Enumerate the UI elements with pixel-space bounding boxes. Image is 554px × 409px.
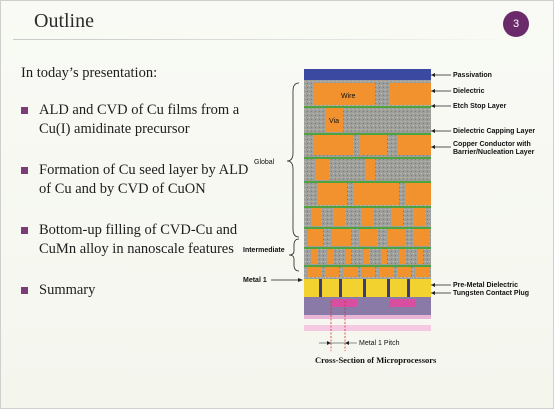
passivation-layer bbox=[304, 69, 431, 80]
intermediate-brace bbox=[288, 238, 300, 272]
figure-caption: Cross-Section of Microprocessors bbox=[315, 355, 437, 365]
capping-layer-label: Dielectric Capping Layer bbox=[453, 128, 535, 135]
etch-stop-label: Etch Stop Layer bbox=[453, 103, 507, 110]
pre-metal-dielectric-label: Pre-Metal Dielectric bbox=[453, 282, 518, 289]
bullet-item: ALD and CVD of Cu films from a Cu(I) ami… bbox=[21, 101, 256, 139]
pitch-marker bbox=[330, 301, 346, 351]
via-label: Via bbox=[329, 118, 339, 125]
intermediate-label: Intermediate bbox=[243, 247, 285, 254]
dielectric-label: Dielectric bbox=[453, 88, 485, 95]
slide-title: Outline bbox=[34, 10, 94, 32]
barrier-layer-label: Barrier/Nucleation Layer bbox=[453, 149, 535, 156]
tungsten-contact-plugs bbox=[319, 279, 410, 297]
metal1-pitch-label: Metal 1 Pitch bbox=[359, 340, 400, 347]
bullet-text: Formation of Cu seed layer by ALD of Cu … bbox=[39, 162, 249, 197]
etch-stop-layers bbox=[304, 106, 431, 267]
bullet-text: Bottom-up filling of CVD-Cu and CuMn all… bbox=[39, 222, 238, 257]
page-number-badge: 3 bbox=[503, 11, 529, 37]
metal1-label: Metal 1 bbox=[243, 277, 267, 284]
square-bullet-icon bbox=[21, 287, 28, 294]
pre-metal-dielectric bbox=[304, 279, 431, 297]
substrate-base bbox=[304, 315, 431, 319]
global-brace bbox=[286, 82, 300, 238]
bullet-item: Summary bbox=[21, 281, 256, 300]
title-bar: Outline 3 bbox=[1, 1, 553, 45]
wafer-layer bbox=[304, 325, 431, 331]
square-bullet-icon bbox=[21, 107, 28, 114]
callout-arrows bbox=[431, 74, 451, 294]
bullet-text: ALD and CVD of Cu films from a Cu(I) ami… bbox=[39, 102, 240, 137]
copper-conductor-label: Copper Conductor with bbox=[453, 141, 531, 148]
intro-text: In today’s presentation: bbox=[21, 65, 158, 81]
bullet-item: Formation of Cu seed layer by ALD of Cu … bbox=[21, 161, 256, 199]
bullet-item: Bottom-up filling of CVD-Cu and CuMn all… bbox=[21, 221, 256, 259]
square-bullet-icon bbox=[21, 227, 28, 234]
copper-conductors bbox=[307, 83, 431, 277]
transistor-gates bbox=[331, 299, 415, 307]
bullet-text: Summary bbox=[39, 282, 96, 298]
callout-arrowheads bbox=[431, 73, 435, 295]
tungsten-plug-label: Tungsten Contact Plug bbox=[453, 290, 529, 297]
title-divider bbox=[13, 39, 511, 40]
microprocessor-cross-section-diagram: Wire Via Global Intermediate Metal 1 bbox=[243, 69, 535, 365]
passivation-label: Passivation bbox=[453, 72, 492, 79]
global-label: Global bbox=[254, 159, 275, 166]
square-bullet-icon bbox=[21, 167, 28, 174]
wire-label: Wire bbox=[341, 93, 355, 100]
bullet-list: ALD and CVD of Cu films from a Cu(I) ami… bbox=[21, 101, 256, 322]
